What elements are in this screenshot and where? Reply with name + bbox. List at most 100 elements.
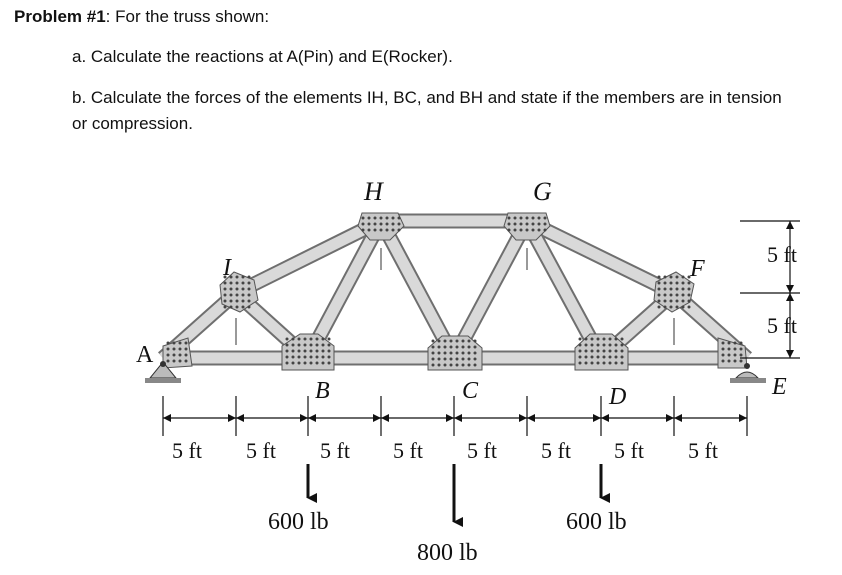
rivet-G — [537, 228, 541, 232]
rivet-B — [315, 361, 319, 365]
rivet-D — [590, 361, 594, 365]
rivet-H — [397, 216, 401, 220]
rivet-B — [327, 349, 331, 353]
rivet-G — [513, 228, 517, 232]
rivet-G — [519, 228, 523, 232]
rivet-D — [584, 337, 588, 341]
rivet-E — [733, 353, 737, 357]
rivet-C — [437, 345, 441, 349]
rivet-F — [669, 299, 673, 303]
dim-arrow-right-8 — [739, 414, 747, 422]
rivet-C — [431, 345, 435, 349]
dim-arrow-left-4 — [454, 414, 462, 422]
rivet-C — [461, 345, 465, 349]
rivet-E — [733, 347, 737, 351]
rivet-I — [229, 281, 233, 285]
rivet-D — [596, 349, 600, 353]
rivet-A — [178, 359, 182, 363]
joint-label-A: A — [136, 342, 154, 368]
rivet-C — [449, 339, 453, 343]
rivet-A — [166, 347, 170, 351]
rivet-F — [663, 287, 667, 291]
rivet-F — [675, 293, 679, 297]
rivet-C — [473, 357, 477, 361]
rivet-I — [229, 305, 233, 309]
rivet-E — [727, 347, 731, 351]
rivet-I — [247, 281, 251, 285]
rivet-C — [437, 351, 441, 355]
rivet-F — [675, 287, 679, 291]
rivet-E — [721, 347, 725, 351]
rivet-B — [303, 361, 307, 365]
dim-arrow-left-2 — [308, 414, 316, 422]
rivet-B — [315, 343, 319, 347]
rivet-C — [437, 339, 441, 343]
rivet-I — [223, 287, 227, 291]
rivet-F — [669, 305, 673, 309]
rivet-B — [321, 343, 325, 347]
rivet-A — [166, 353, 170, 357]
rivet-I — [229, 287, 233, 291]
rivet-G — [531, 228, 535, 232]
rivet-B — [309, 343, 313, 347]
rivet-B — [285, 349, 289, 353]
rivet-D — [614, 337, 618, 341]
rivet-F — [663, 293, 667, 297]
rivet-B — [285, 343, 289, 347]
rivet-H — [367, 222, 371, 226]
joint-label-B: B — [315, 378, 330, 404]
rivet-C — [443, 345, 447, 349]
dim-arrow-right-1 — [228, 414, 236, 422]
rivet-F — [657, 281, 661, 285]
rivet-A — [172, 347, 176, 351]
vertical-dimension-line — [740, 220, 800, 359]
rivet-I — [247, 305, 251, 309]
rivet-B — [291, 349, 295, 353]
rivet-A — [166, 359, 170, 363]
rivet-G — [531, 222, 535, 226]
rivet-H — [391, 222, 395, 226]
rivet-A — [184, 359, 188, 363]
rivet-C — [455, 351, 459, 355]
rivet-G — [519, 216, 523, 220]
rivet-C — [461, 339, 465, 343]
rivet-C — [449, 351, 453, 355]
rivet-I — [223, 293, 227, 297]
joint-label-G: G — [533, 177, 552, 206]
rivet-C — [467, 345, 471, 349]
rivet-C — [443, 357, 447, 361]
dim-arrow-left-6 — [601, 414, 609, 422]
rivet-C — [449, 363, 453, 367]
part-b-text: b. Calculate the forces of the elements … — [72, 88, 782, 133]
part-a-text: a. Calculate the reactions at A(Pin) and… — [72, 47, 453, 66]
rivet-F — [657, 299, 661, 303]
rivet-A — [184, 347, 188, 351]
rivet-D — [578, 343, 582, 347]
dim-label-1: 5 ft — [172, 438, 202, 463]
rivet-D — [584, 343, 588, 347]
rivet-H — [367, 216, 371, 220]
rivet-F — [669, 293, 673, 297]
rivet-D — [602, 349, 606, 353]
rivet-H — [385, 228, 389, 232]
rivet-E — [739, 359, 743, 363]
rivet-D — [602, 355, 606, 359]
rivet-A — [172, 353, 176, 357]
rivet-F — [681, 293, 685, 297]
rivet-C — [473, 339, 477, 343]
rivet-D — [578, 337, 582, 341]
rivet-A — [172, 359, 176, 363]
rivet-F — [657, 293, 661, 297]
rivet-F — [675, 299, 679, 303]
rivet-B — [321, 361, 325, 365]
vdim-label-bottom: 5 ft — [767, 313, 797, 338]
rivet-A — [184, 341, 188, 345]
rivet-C — [437, 363, 441, 367]
rivet-B — [327, 343, 331, 347]
rivet-D — [590, 343, 594, 347]
rivet-D — [584, 355, 588, 359]
rivet-D — [602, 343, 606, 347]
rivet-C — [455, 345, 459, 349]
rivet-I — [223, 281, 227, 285]
